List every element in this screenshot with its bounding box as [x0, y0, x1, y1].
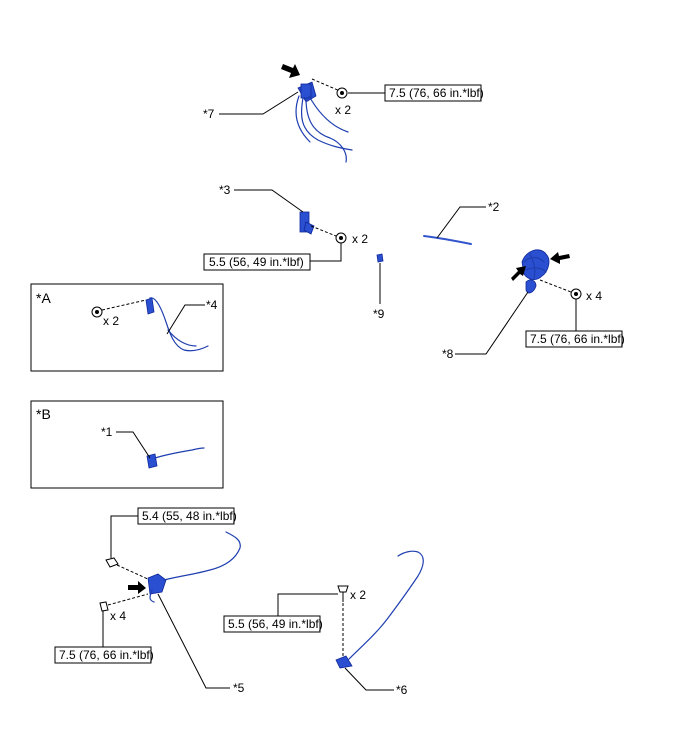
qty-label-6: x 2 — [350, 588, 366, 602]
qty-label-8: x 4 — [586, 289, 602, 303]
bolt-icon — [99, 601, 109, 612]
part-label-1: *1 — [101, 425, 113, 439]
torque-box-7 — [384, 84, 482, 102]
bolt-icon — [337, 585, 349, 602]
torque-box-3 — [203, 253, 311, 271]
part-9-clip — [376, 253, 384, 263]
part-7-assembly — [295, 81, 353, 163]
part-label-4: *4 — [206, 298, 218, 312]
part-5-assembly — [147, 531, 241, 603]
qty-label-7: x 2 — [335, 103, 351, 117]
part-label-6: *6 — [396, 683, 408, 697]
part-4-wire — [145, 297, 209, 352]
bolt-icon — [105, 557, 119, 568]
qty-label-5: x 4 — [110, 609, 126, 623]
bolt-icon — [570, 288, 582, 300]
torque-value-5b: 7.5 (76, 66 in.*lbf) — [59, 648, 154, 662]
part-label-3: *3 — [219, 183, 231, 197]
view-a-label: *A — [36, 290, 51, 306]
bolt-icon — [91, 306, 103, 318]
arrow-icon — [128, 581, 146, 594]
arrow-icon — [281, 64, 300, 78]
torque-value-8: 7.5 (76, 66 in.*lbf) — [530, 332, 625, 346]
part-2-wire — [423, 235, 472, 245]
torque-box-8 — [525, 330, 623, 348]
part-label-2: *2 — [488, 200, 500, 214]
bolt-icon — [336, 87, 348, 99]
torque-box-6 — [223, 615, 321, 633]
qty-label-a: x 2 — [103, 314, 119, 328]
torque-value-7: 7.5 (76, 66 in.*lbf) — [389, 86, 484, 100]
view-a-panel — [30, 283, 224, 372]
part-label-7: *7 — [203, 107, 215, 121]
part-label-9: *9 — [373, 307, 385, 321]
part-label-8: *8 — [442, 347, 454, 361]
qty-label-3: x 2 — [352, 232, 368, 246]
arrow-icon — [550, 252, 570, 264]
part-3-assembly — [299, 211, 315, 235]
view-b-label: *B — [36, 406, 51, 422]
part-label-5: *5 — [233, 681, 245, 695]
torque-value-6: 5.5 (56, 49 in.*lbf) — [228, 617, 323, 631]
bolt-icon — [335, 232, 347, 244]
arrow-icon — [511, 266, 526, 281]
part-8-assembly — [521, 249, 550, 294]
view-b-panel — [30, 400, 224, 489]
torque-value-3: 5.5 (56, 49 in.*lbf) — [209, 255, 304, 269]
torque-box-5b — [54, 646, 152, 664]
torque-value-5a: 5.4 (55, 48 in.*lbf) — [142, 509, 237, 523]
part-6-assembly — [335, 550, 424, 669]
